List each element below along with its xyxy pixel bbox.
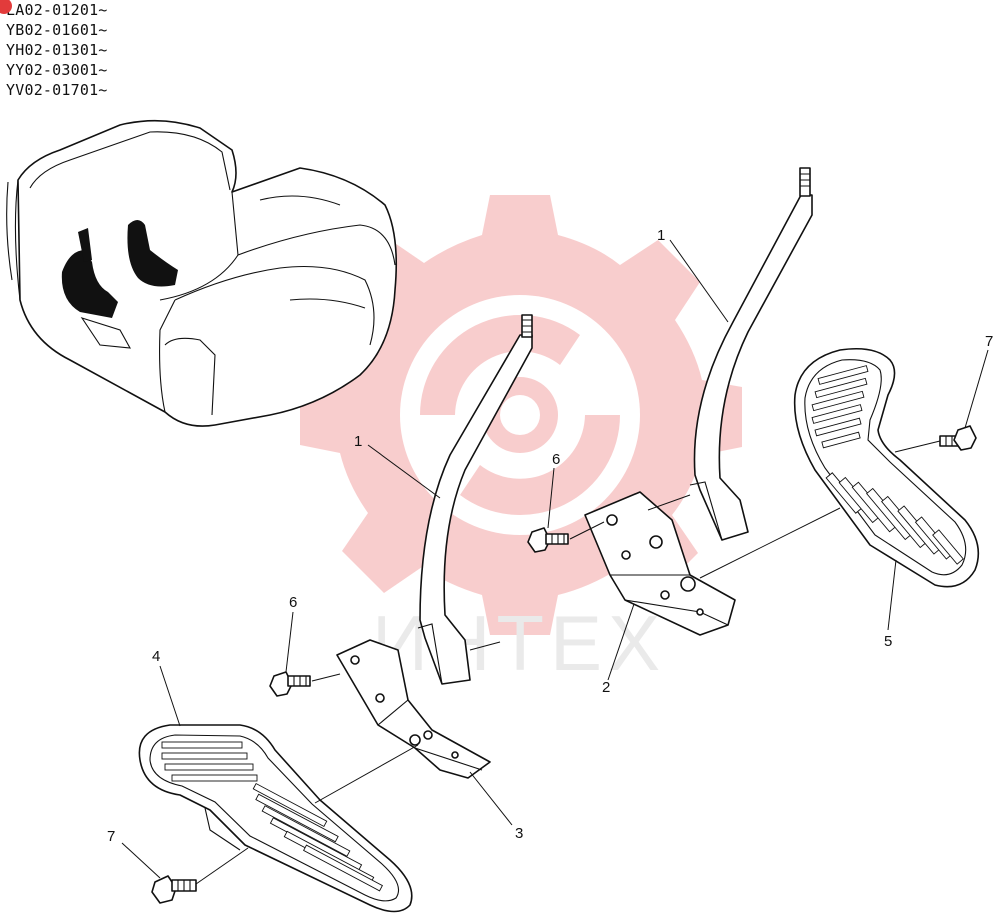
callout-bolt-6-left: 6 bbox=[289, 594, 297, 611]
lever-right bbox=[689, 167, 813, 541]
callout-lever-left: 1 bbox=[354, 433, 362, 450]
red-dot-marker-icon bbox=[0, 0, 12, 14]
pedal-right bbox=[793, 347, 980, 588]
bolt-6-center bbox=[527, 527, 569, 553]
callout-bolt-7-left: 7 bbox=[107, 828, 115, 845]
bracket-right bbox=[584, 491, 736, 636]
callout-bracket-left: 3 bbox=[515, 825, 523, 842]
callout-bolt-6-center: 6 bbox=[552, 451, 560, 468]
callout-lever-right: 1 bbox=[657, 227, 665, 244]
serial-range-1: LA02-01201~ bbox=[6, 1, 108, 19]
pedal-left bbox=[138, 724, 413, 913]
leader-lines bbox=[121, 239, 989, 879]
bolt-7-left bbox=[151, 875, 197, 904]
callout-bolt-7-right: 7 bbox=[985, 333, 993, 350]
callouts: 1 1 2 3 4 5 6 6 7 7 bbox=[107, 227, 993, 845]
serial-range-4: YY02-03001~ bbox=[6, 61, 108, 79]
watermark-text: ИНТЕХ bbox=[372, 599, 666, 687]
callout-pedal-right: 5 bbox=[884, 633, 892, 650]
serial-range-2: YB02-01601~ bbox=[6, 21, 108, 39]
bolt-7-right bbox=[939, 425, 977, 451]
bolt-6-left bbox=[269, 671, 311, 697]
pedal-right-ribs bbox=[811, 365, 964, 565]
bracket-left bbox=[336, 639, 491, 779]
callout-pedal-left: 4 bbox=[152, 648, 160, 665]
serial-range-3: YH02-01301~ bbox=[6, 41, 108, 59]
serial-range-5: YV02-01701~ bbox=[6, 81, 108, 99]
cab-overview-illustration bbox=[6, 119, 398, 427]
callout-bracket-right: 2 bbox=[602, 679, 610, 696]
pedal-left-ribs bbox=[161, 741, 383, 892]
assembly-lines bbox=[195, 440, 941, 885]
lever-left bbox=[417, 314, 533, 685]
